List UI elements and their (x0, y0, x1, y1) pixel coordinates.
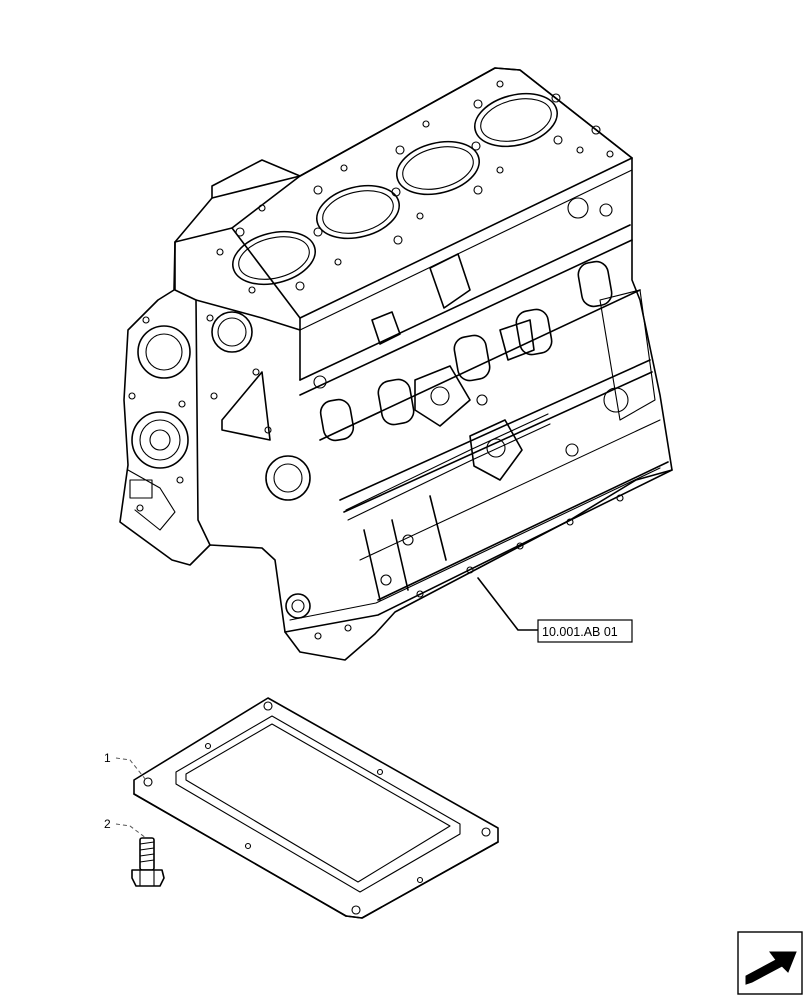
callout-1: 1 (104, 751, 147, 781)
callout-2: 2 (104, 817, 147, 839)
flange-bolt (131, 837, 165, 887)
reference-label[interactable]: 10.001.AB 01 (537, 619, 633, 643)
svg-text:1: 1 (104, 751, 111, 765)
svg-text:10.001.AB 01: 10.001.AB 01 (542, 625, 618, 639)
next-page-arrow-icon[interactable] (737, 931, 803, 995)
svg-text:2: 2 (104, 817, 111, 831)
oil-pan-gasket (133, 697, 499, 919)
engine-block (119, 67, 673, 661)
reference-leader (477, 577, 539, 631)
